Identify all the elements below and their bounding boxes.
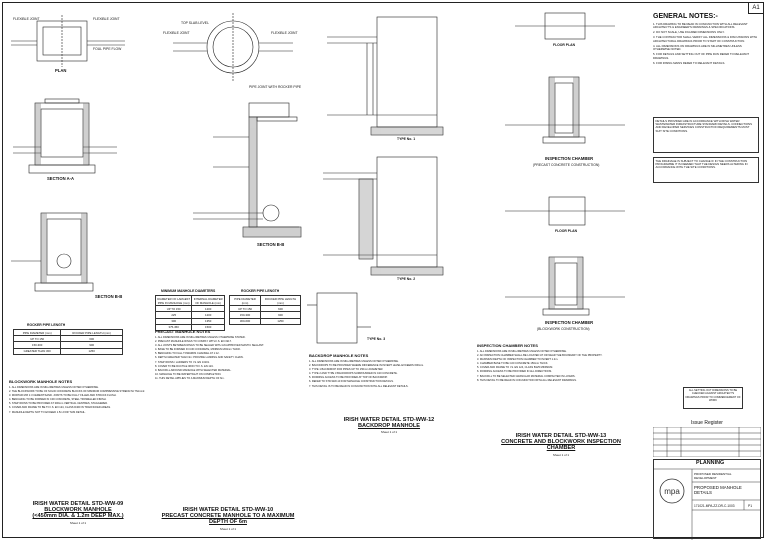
project-line-1: PROPOSED RESIDENTIAL — [694, 472, 732, 476]
label-top-slab-level: TOP SLAB LEVEL — [181, 21, 209, 25]
setting-out-stamp: ALL SETTING OUT DIMENSIONS TO BE CHECKED… — [683, 387, 743, 409]
precast-notes-title: PRECAST MANHOLE NOTES — [155, 329, 211, 334]
rocker-table-title: ROCKER PIPE LENGTH — [27, 323, 66, 327]
label-flexible-joint-a: FLEXIBLE JOINT — [163, 31, 190, 35]
label-type-2: TYPE No. 2 — [397, 277, 416, 281]
detail-title-std-ww-10: IRISH WATER DETAIL STD-WW-10 PRECAST CON… — [161, 507, 295, 531]
label-flexible-joint-b: FLEXIBLE JOINT — [271, 31, 298, 35]
label-inspection-chamber-2: INSPECTION CHAMBER — [545, 320, 594, 325]
detail-title-std-ww-13: IRISH WATER DETAIL STD-WW-13 CONCRETE AN… — [501, 433, 621, 457]
svg-text:mpa: mpa — [664, 487, 680, 496]
precast-notes: 1. ALL DIMENSIONS ARE IN MILLIMETRES UNL… — [155, 336, 265, 380]
label-pipe-joint-rocker: PIPE JOINT WITH ROCKER PIPE — [249, 85, 302, 89]
sheet-size-tag: A1 — [748, 3, 763, 14]
blockwork-manhole-drawings — [11, 15, 125, 292]
label-flexible-joint-right: FLEXIBLE JOINT — [93, 17, 120, 21]
label-inspection-chamber-1: INSPECTION CHAMBER — [545, 156, 594, 161]
drawing-number: 171021-MPA-ZZ-DR-C-1003 — [694, 504, 735, 508]
drawing-title-line-2: DETAILS — [694, 490, 712, 495]
rocker-pipe-table: PIPE DIAMETER (mm)ROCKER PIPE LENGTH (mm… — [12, 328, 123, 355]
general-notes-heading: GENERAL NOTES:- — [653, 13, 718, 20]
backdrop-notes-title: BACKDROP MANHOLE NOTES — [309, 353, 369, 358]
label-floor-plan-1: FLOOR PLAN — [553, 43, 576, 47]
label-type-3: TYPE No. 3 — [367, 337, 386, 341]
label-section-a-a: SECTION A-A — [47, 176, 75, 181]
revision: P1 — [748, 504, 753, 508]
general-notes: 1. THIS DRAWING TO BE READ IN CONJUNCTIO… — [653, 22, 758, 65]
detail-title-std-ww-09: IRISH WATER DETAIL STD-WW-09 BLOCKWORK M… — [32, 501, 124, 525]
inspection-notes-title: INSPECTION CHAMBER NOTES — [477, 343, 538, 348]
inspection-notes: 1. ALL DIMENSIONS ARE IN MILLIMETRES UNL… — [477, 350, 603, 382]
inspection-chamber-drawings — [505, 12, 625, 316]
issue-register-title: Issue Register — [691, 420, 723, 426]
label-blockwork-construction: (BLOCKWORK CONSTRUCTION) — [537, 327, 590, 331]
label-type-1: TYPE No. 1 — [397, 137, 416, 141]
backdrop-manhole-drawings — [307, 16, 444, 344]
label-floor-plan-2: FLOOR PLAN — [555, 229, 578, 233]
label-precast-construction: (PRECAST CONCRETE CONSTRUCTION) — [533, 163, 600, 167]
backdrop-notes: 1. ALL DIMENSIONS ARE IN MILLIMETRES UNL… — [309, 360, 424, 388]
label-section-b-b-precast: SECTION B-B — [257, 242, 285, 247]
rocker-table-2-title: ROCKER PIPE LENGTH — [241, 289, 280, 293]
title-block: PLANNING mpa PROPOSED RESIDENTIAL DEVELO… — [653, 459, 761, 540]
blockwork-notes: 1. ALL DIMENSIONS ARE IN MILLIMETRES UNL… — [9, 386, 146, 414]
label-flexible-joint-left: FLEXIBLE JOINT — [13, 17, 40, 21]
rocker-pipe-table-2: PIPE DIAMETER (mm)ROCKER PIPE LENGTH (mm… — [228, 294, 301, 325]
blockwork-notes-title: BLOCKWORK MANHOLE NOTES — [9, 379, 73, 384]
mpa-logo-icon: mpa — [659, 478, 685, 504]
label-foul-pipe-flow: FOUL PIPE FLOW — [93, 47, 122, 51]
boxed-note-standards: DETAILS PROVIDED ARE IN ACCORDANCE WITH … — [653, 117, 759, 153]
planning-label: PLANNING — [696, 460, 725, 466]
min-diameter-table-title: MINIMUM MANHOLE DIAMETERS — [161, 289, 216, 293]
issue-register-grid — [653, 427, 761, 457]
label-section-b-b: SECTION B-B — [95, 294, 123, 299]
title-block-grid — [654, 468, 760, 540]
label-plan: PLAN — [55, 68, 67, 73]
min-diameter-table: DIAMETER OF LARGEST PIPE IN MANHOLE (mm)… — [154, 294, 225, 331]
project-line-2: DEVELOPMENT — [694, 476, 717, 480]
detail-title-std-ww-12: IRISH WATER DETAIL STD-WW-12 BACKDROP MA… — [343, 417, 435, 435]
precast-manhole-drawings — [173, 13, 302, 238]
boxed-note-drainage: THE DRAINAGE IS SUBJECT TO CHANGE IF IN … — [653, 157, 759, 183]
drawing-title-line-1: PROPOSED MANHOLE — [694, 485, 742, 490]
